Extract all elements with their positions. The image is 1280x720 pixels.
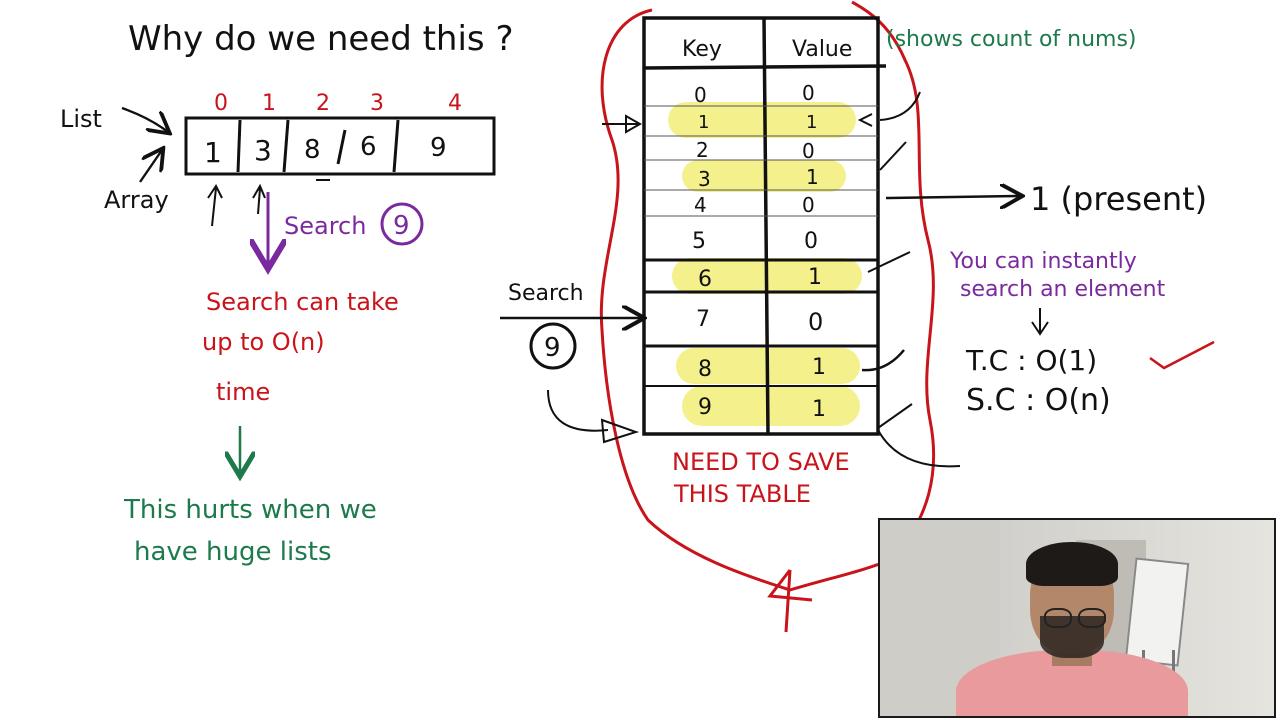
check-mark bbox=[1149, 340, 1215, 370]
search-time-note-line2: up to O(n) bbox=[202, 328, 325, 356]
table-key: 2 bbox=[696, 138, 709, 162]
table-value: 1 bbox=[806, 165, 819, 189]
array-index: 3 bbox=[370, 91, 384, 116]
table-value: 1 bbox=[808, 265, 822, 290]
array-index: 2 bbox=[316, 91, 330, 116]
row-pointer-arrow bbox=[857, 91, 921, 127]
instant-note-line1: You can instantly bbox=[949, 249, 1137, 274]
curve-pointer bbox=[547, 389, 640, 444]
table-key: 3 bbox=[698, 167, 711, 191]
tick-mark bbox=[867, 251, 911, 273]
array-indices: 0 1 2 3 4 bbox=[214, 91, 462, 116]
row-highlight bbox=[668, 102, 856, 138]
table-key: 7 bbox=[696, 307, 710, 332]
array-cell: 3 bbox=[254, 134, 272, 167]
table-key: 0 bbox=[694, 83, 707, 107]
search-label: Search bbox=[284, 212, 366, 240]
table-search-label: Search bbox=[508, 281, 584, 306]
glasses-icon bbox=[1044, 608, 1072, 628]
table-header-key: Key bbox=[682, 37, 722, 62]
glasses-icon bbox=[1078, 608, 1106, 628]
table-key: 6 bbox=[698, 267, 712, 292]
table-header-value: Value bbox=[792, 37, 852, 62]
table-value: 1 bbox=[812, 355, 826, 380]
array-index: 1 bbox=[262, 91, 276, 116]
array-index: 4 bbox=[448, 91, 462, 116]
page-title: Why do we need this ? bbox=[128, 19, 514, 59]
table-key: 8 bbox=[698, 357, 712, 382]
table-key: 9 bbox=[698, 395, 712, 420]
hash-table: Key Value 0 0 1 1 2 0 3 1 4 0 5 0 6 1 7 … bbox=[642, 16, 887, 436]
save-outline bbox=[599, 0, 936, 592]
time-complexity: T.C : O(1) bbox=[965, 344, 1097, 377]
table-search-target-value: 9 bbox=[544, 333, 561, 363]
table-value: 0 bbox=[802, 81, 815, 105]
table-value: 0 bbox=[804, 229, 818, 254]
array-index: 0 bbox=[214, 91, 228, 116]
array-cell: 8 bbox=[304, 135, 321, 165]
table-value: 0 bbox=[802, 193, 815, 217]
array-cell: 9 bbox=[430, 133, 447, 163]
array-cell: 1 bbox=[204, 136, 222, 169]
table-value: 0 bbox=[802, 139, 815, 163]
list-arrow bbox=[121, 106, 168, 132]
presenter-hair bbox=[1026, 542, 1118, 586]
list-label: List bbox=[60, 105, 102, 133]
webcam-video bbox=[878, 518, 1276, 718]
present-arrow bbox=[885, 196, 1020, 198]
pointer-arrow bbox=[252, 183, 266, 215]
search-time-note-line1: Search can take bbox=[206, 288, 399, 316]
curve-pointer bbox=[877, 429, 961, 468]
array-arrow bbox=[139, 150, 162, 183]
row-highlight bbox=[682, 386, 860, 426]
instant-down-arrow bbox=[1031, 308, 1049, 336]
tick-mark bbox=[879, 141, 907, 171]
instant-note-line2: search an element bbox=[960, 277, 1166, 302]
table-value: 1 bbox=[812, 397, 826, 422]
hurt-note-line1: This hurts when we bbox=[123, 495, 377, 525]
array-box: 1 3 8 6 9 bbox=[184, 116, 496, 176]
row-pointer-arrow bbox=[602, 114, 643, 134]
search-time-note-line3: time bbox=[216, 378, 270, 406]
array-cell: 6 bbox=[360, 132, 377, 162]
hurt-note-line2: have huge lists bbox=[134, 537, 332, 567]
table-key: 1 bbox=[698, 112, 709, 133]
table-key: 4 bbox=[694, 193, 707, 217]
tick-mark bbox=[861, 349, 905, 372]
present-note: 1 (present) bbox=[1030, 180, 1207, 218]
table-search-target-circle bbox=[529, 322, 577, 370]
table-header-note: (shows count of nums) bbox=[886, 27, 1137, 52]
table-value: 1 bbox=[806, 112, 817, 133]
tick-mark bbox=[877, 403, 913, 429]
save-note-line2: THIS TABLE bbox=[673, 480, 811, 508]
table-key: 5 bbox=[692, 229, 706, 254]
pointer-arrow bbox=[207, 184, 223, 227]
table-value: 0 bbox=[808, 308, 823, 336]
space-complexity: S.C : O(n) bbox=[966, 383, 1111, 418]
array-label: Array bbox=[104, 186, 169, 214]
webcam-whiteboard bbox=[1124, 557, 1190, 667]
search-target-circle bbox=[380, 202, 424, 246]
save-note-line1: NEED TO SAVE bbox=[672, 448, 850, 476]
save-outline-tail bbox=[767, 569, 813, 633]
search-target-value: 9 bbox=[393, 211, 410, 241]
